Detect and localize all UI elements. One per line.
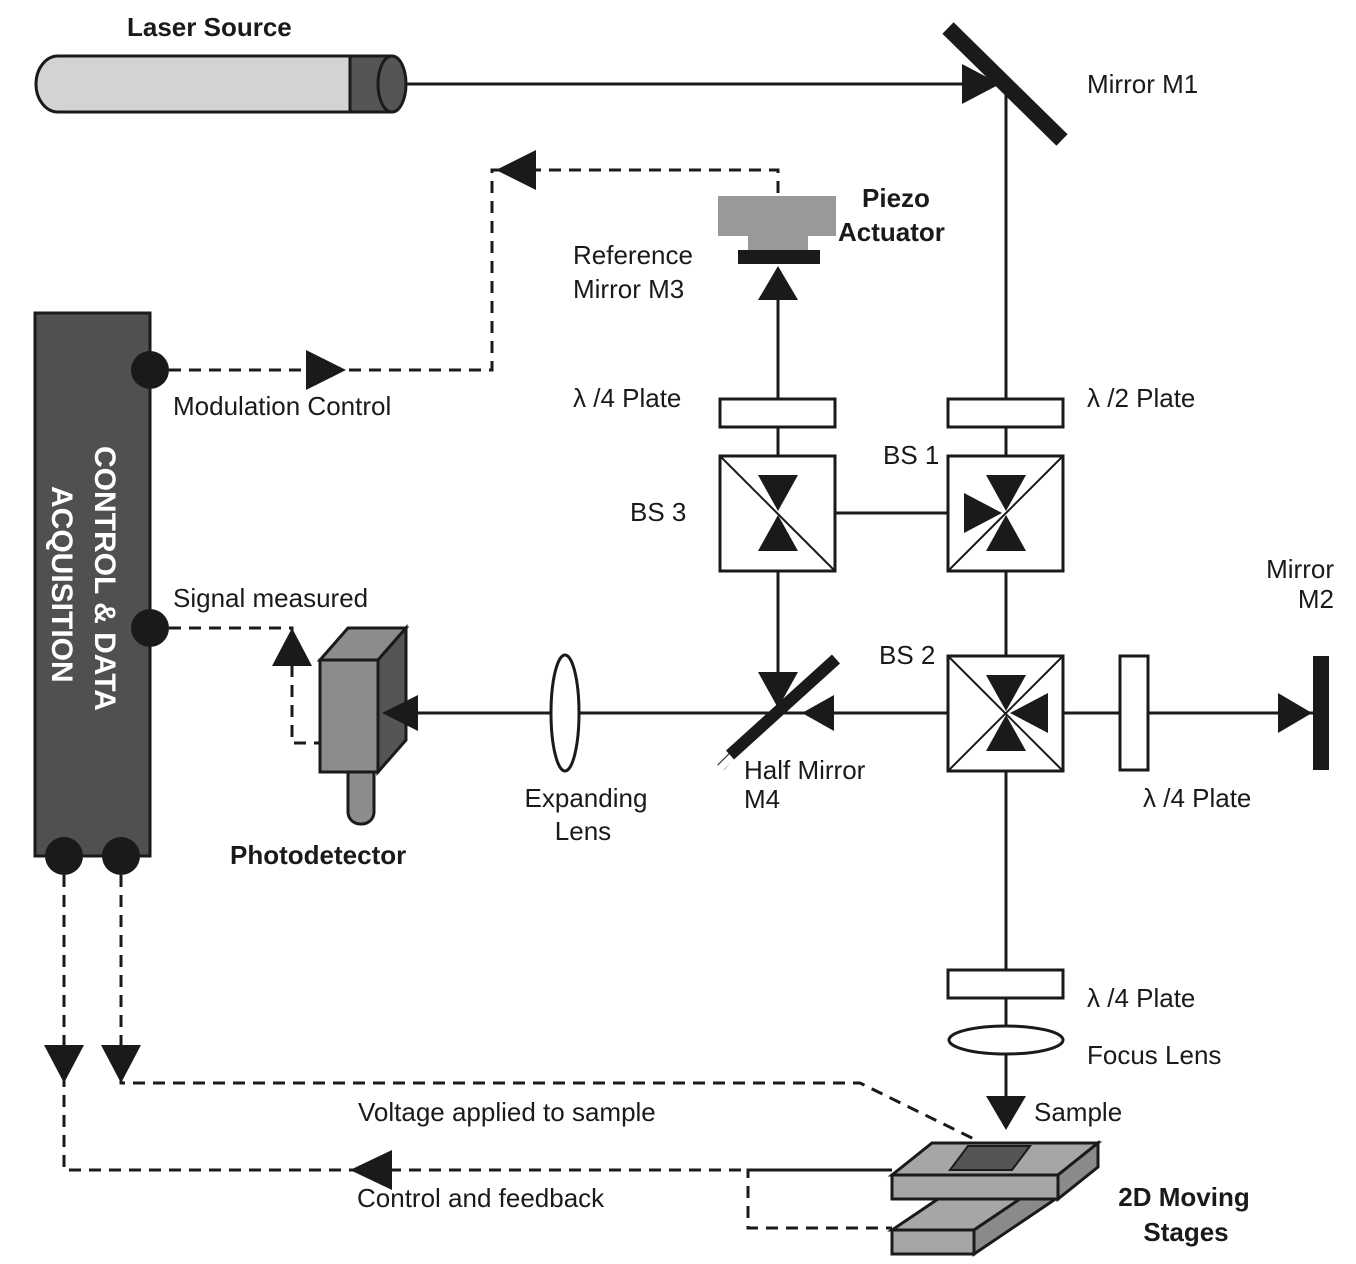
arrow-into-photodetector [382,695,418,731]
photodetector: Photodetector [230,624,418,870]
voltage-arrow-down [101,1045,141,1083]
quarter-wave-plate-ref [718,397,837,429]
control-lines: Modulation Control Signal measured Volta… [44,150,977,1230]
laser-aperture [376,54,408,114]
quarter-plate-m2-label: λ /4 Plate [1143,783,1251,813]
lower-stage-front [890,1228,976,1256]
half-wave-plate [946,397,1065,429]
arrow-beam-into-m1 [962,64,1000,104]
beam-splitter-bs3: BS 3 [630,454,837,573]
half-mirror-m4: Half Mirror M4 [716,654,866,814]
modulation-control-line [169,168,780,372]
beam-splitter-bs1: BS 1 [883,440,1065,573]
control-feedback-arrow-down [44,1045,84,1083]
mirror-m1-plate [942,22,1068,146]
photodetector-label: Photodetector [230,840,406,870]
mirror-m1: Mirror M1 [942,22,1198,146]
control-feedback-stage-link [746,1168,892,1230]
bs2-diagonal-2 [947,655,1064,772]
reference-mirror-m3: Reference Mirror M3 [573,240,820,304]
bs1-arrow-down [986,475,1026,511]
piezo-label-1: Piezo [862,183,930,213]
signal-arrow-up [272,628,312,666]
bs1-arrow-from-bs3 [964,493,1002,533]
piezo-stem [748,236,808,250]
mirror-m2-label-1: Mirror [1266,554,1334,584]
laser-source-label: Laser Source [127,12,292,42]
upper-stage-front [890,1173,1060,1201]
quarter-plate-ref-label: λ /4 Plate [573,383,681,413]
bs3-arrow-up [758,515,798,551]
mirror-m2-plate [1313,656,1329,770]
half-plate-label: λ /2 Plate [1087,383,1195,413]
port-signal [131,609,169,647]
expanding-lens-label-2: Lens [555,816,611,846]
voltage-line [119,875,977,1142]
sample-label: Sample [1034,1097,1122,1127]
bs3-diagonal [719,455,836,572]
port-voltage [102,837,140,875]
piezo-actuator: Piezo Actuator [718,183,945,250]
sample-pad [948,1145,1032,1171]
bs1-label: BS 1 [883,440,939,470]
mirror-m2-label-2: M2 [1298,584,1334,614]
bs2-arrow-up [986,715,1026,751]
laser-body [34,54,378,114]
mirror-m3-plate [738,250,820,264]
laser-source: Laser Source [34,12,408,114]
control-box [33,311,152,858]
half-mirror-m4-plate [725,654,841,760]
modulation-arrow-left [496,150,536,190]
bs2-label: BS 2 [879,640,935,670]
half-mirror-m4-hatch [716,742,744,770]
arrow-down-into-m4 [758,672,798,708]
signal-measured-line [169,626,320,745]
port-modulation [131,351,169,389]
voltage-label: Voltage applied to sample [358,1097,656,1127]
control-feedback-label: Control and feedback [357,1183,605,1213]
signal-measured-label: Signal measured [173,583,368,613]
expanding-lens-label-1: Expanding [525,783,648,813]
beam-splitter-bs2: BS 2 [879,640,1065,773]
control-label-1: CONTROL & DATA [88,446,121,711]
moving-stages: 2D Moving Stages [887,1139,1250,1257]
arrow-up-to-m3 [758,266,798,300]
piezo-body [718,196,836,236]
modulation-arrow-right [306,350,346,390]
stages-label-1: 2D Moving [1118,1182,1249,1212]
piezo-label-2: Actuator [838,217,945,247]
control-feedback-arrow-left [350,1150,392,1190]
port-control-feedback [45,837,83,875]
mirror-m1-label: Mirror M1 [1087,69,1198,99]
bs2-arrow-down [986,675,1026,711]
stages-label-2: Stages [1143,1217,1228,1247]
quarter-wave-plate-m2 [1118,654,1150,772]
quarter-wave-plate-sample [946,968,1065,1000]
bs1-diagonal [947,455,1064,572]
arrow-into-m2 [1278,693,1312,733]
expanding-lens [549,653,581,773]
bs1-arrow-up [986,515,1026,551]
control-label-2: ACQUISITION [45,486,78,683]
half-mirror-label-2: M4 [744,784,780,814]
focus-lens [947,1024,1065,1056]
ref-mirror-label-1: Reference [573,240,693,270]
photodetector-front [318,658,380,774]
bs3-arrow-down [758,475,798,511]
beam-paths [382,82,1318,1118]
focus-lens-label: Focus Lens [1087,1040,1221,1070]
arrow-down-to-sample [986,1096,1026,1130]
bs2-arrow-from-m2 [1010,693,1048,733]
quarter-plate-sample-label: λ /4 Plate [1087,983,1195,1013]
control-data-acquisition: CONTROL & DATA ACQUISITION [33,311,169,875]
ref-mirror-label-2: Mirror M3 [573,274,684,304]
arrow-into-m4 [802,695,834,731]
modulation-control-label: Modulation Control [173,391,391,421]
bs3-label: BS 3 [630,497,686,527]
half-mirror-label-1: Half Mirror [744,755,866,785]
control-feedback-line [62,875,892,1172]
